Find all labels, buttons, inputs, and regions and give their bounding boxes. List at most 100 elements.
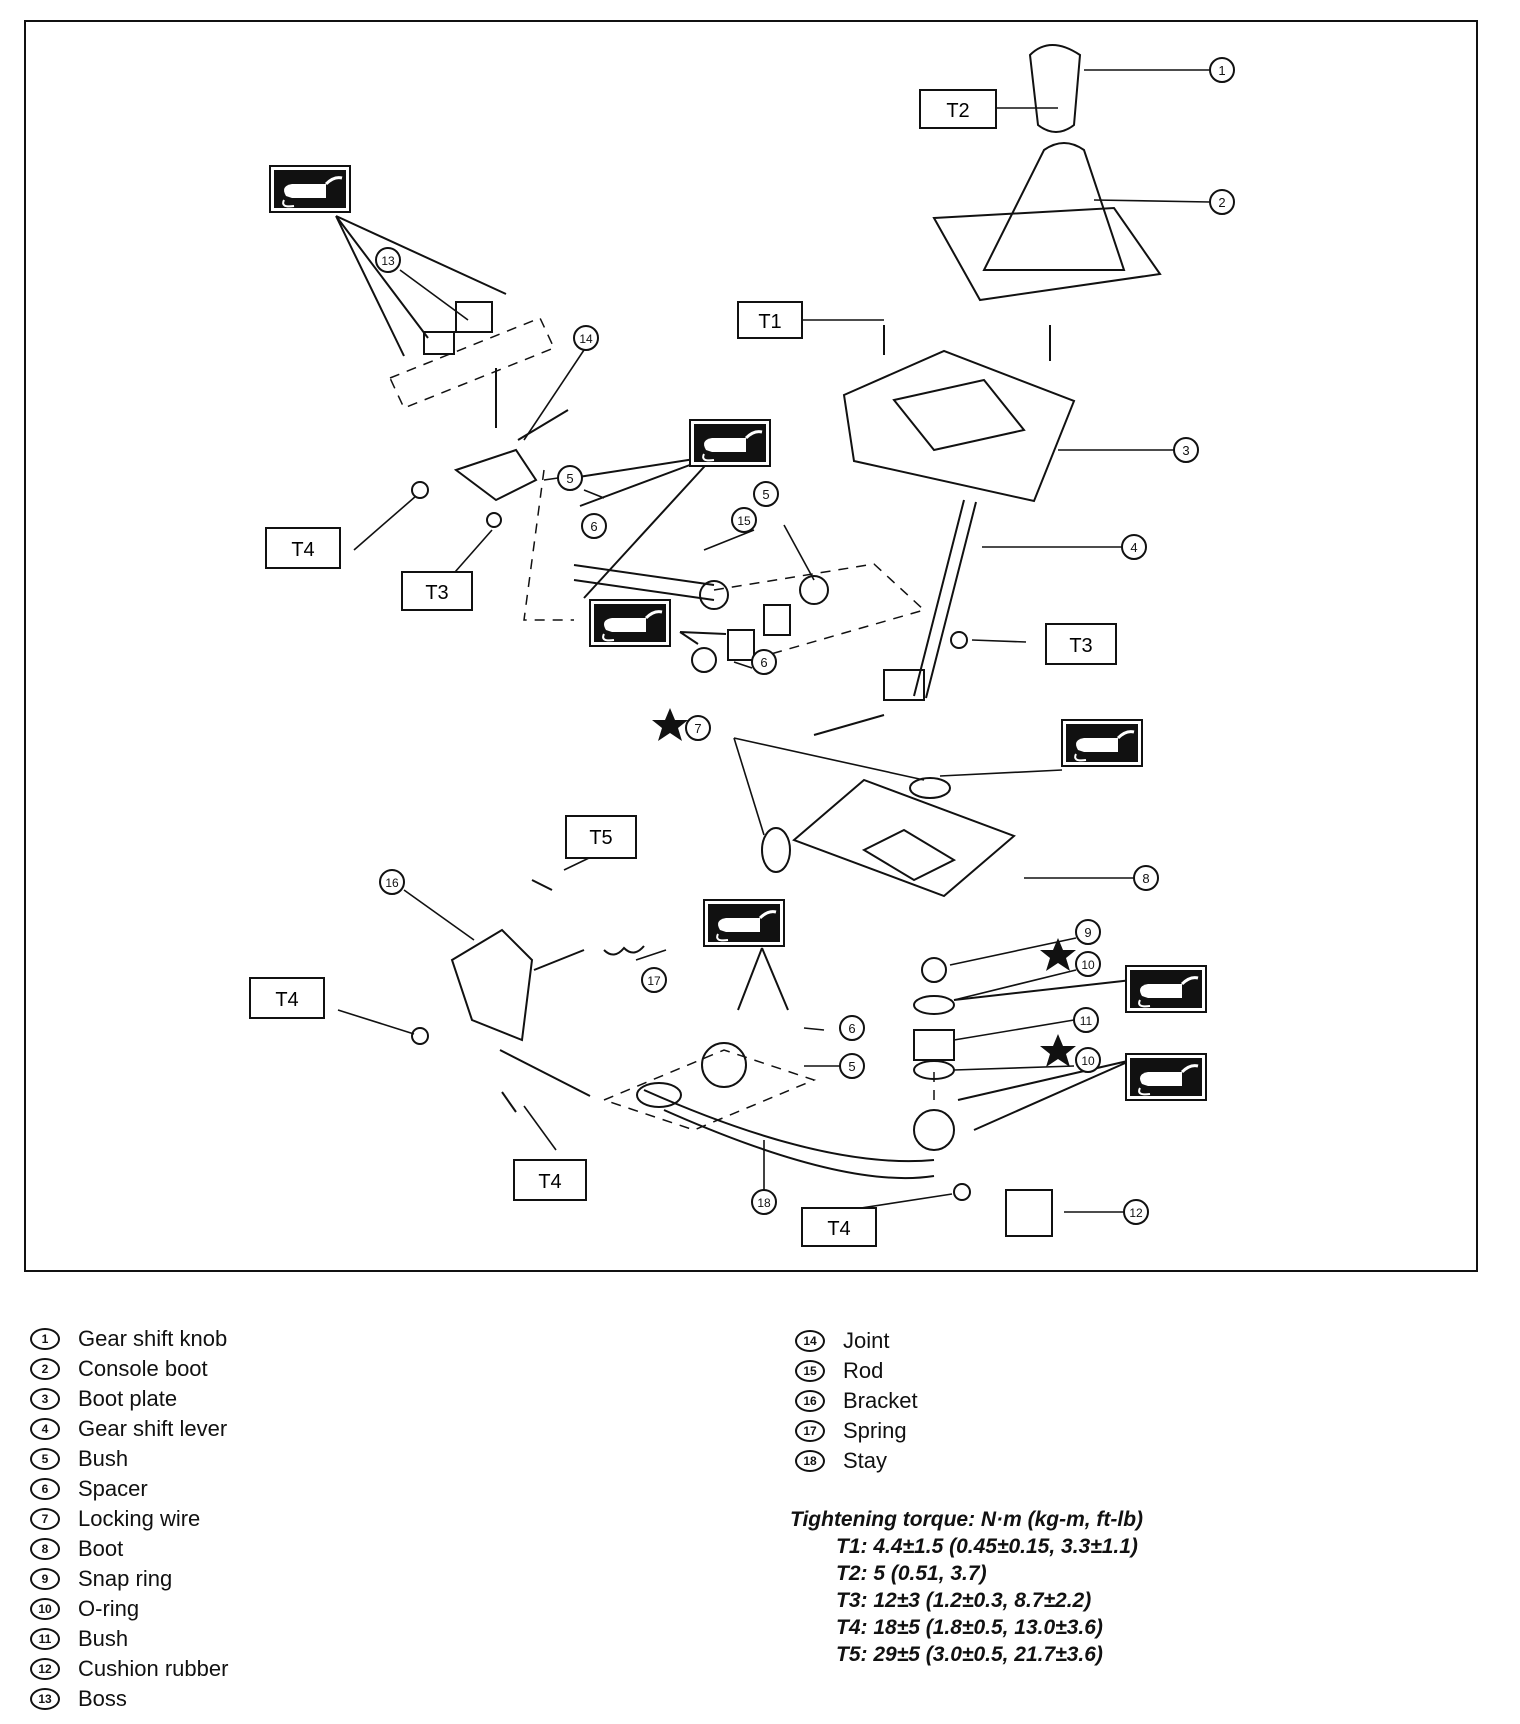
svg-text:11: 11 xyxy=(1080,1014,1093,1028)
torque-box-t3: T3 xyxy=(1045,623,1117,665)
boot-plate-opening xyxy=(892,378,1026,452)
stay xyxy=(643,1089,935,1180)
callout-16: 16 xyxy=(379,869,405,895)
callout-10: 10 xyxy=(1075,951,1101,977)
torque-box-t4: T4 xyxy=(801,1207,877,1247)
callout-5: 5 xyxy=(557,465,583,491)
callout-1: 1 xyxy=(1209,57,1235,83)
legend-number: 7 xyxy=(30,1508,60,1530)
svg-text:1: 1 xyxy=(1218,63,1225,78)
legend-item: 7 Locking wire xyxy=(30,1504,228,1534)
svg-text:14: 14 xyxy=(579,332,593,346)
torque-box-t3: T3 xyxy=(401,571,473,611)
bracket xyxy=(450,928,534,1042)
lever-bracket xyxy=(883,669,925,701)
callout-13: 13 xyxy=(375,247,401,273)
legend-number: 2 xyxy=(30,1358,60,1380)
bolt-t4-c xyxy=(501,1091,517,1113)
grease-arrows xyxy=(335,215,1133,1131)
boot xyxy=(792,778,1016,898)
lever-bolt xyxy=(813,714,885,736)
svg-text:5: 5 xyxy=(566,471,573,486)
torque-box-t4: T4 xyxy=(249,977,325,1019)
grease-gun-icon xyxy=(688,418,772,468)
callout-18: 18 xyxy=(751,1189,777,1215)
o-ring-upper xyxy=(913,995,955,1015)
nut-t3-b xyxy=(950,631,968,649)
svg-text:12: 12 xyxy=(1129,1206,1143,1220)
legend-label: Boot plate xyxy=(78,1386,178,1411)
torque-box-t4: T4 xyxy=(513,1159,587,1201)
boot-opening xyxy=(861,828,957,882)
console-boot xyxy=(982,142,1126,271)
callout-12: 12 xyxy=(1123,1199,1149,1225)
legend-label: Bush xyxy=(78,1626,129,1651)
legend-label: Cushion rubber xyxy=(78,1656,229,1681)
legend-number: 15 xyxy=(795,1360,825,1382)
callout-6: 6 xyxy=(751,649,777,675)
legend-number: 16 xyxy=(795,1390,825,1412)
callout-17: 17 xyxy=(641,967,667,993)
spring-art xyxy=(603,945,645,956)
svg-text:T2: T2 xyxy=(946,100,969,122)
svg-text:T3: T3 xyxy=(425,582,448,604)
legend-label: Stay xyxy=(843,1448,888,1473)
callout-5: 5 xyxy=(753,481,779,507)
cushion-rubber xyxy=(1005,1189,1053,1237)
star-icon xyxy=(652,708,688,741)
stay-group-outline xyxy=(601,1049,817,1131)
bush-group-outline xyxy=(713,563,926,657)
legend-number: 12 xyxy=(30,1658,60,1680)
svg-text:9: 9 xyxy=(1084,925,1091,940)
grease-gun-icon xyxy=(268,164,352,214)
grease-gun-icon xyxy=(702,898,786,948)
legend-item: 3 Boot plate xyxy=(30,1384,228,1414)
grease-gun-icon xyxy=(1124,1052,1208,1102)
nut-t4-b xyxy=(411,1027,429,1045)
legend-number: 8 xyxy=(30,1538,60,1560)
legend-label: Bracket xyxy=(843,1388,918,1413)
callouts: 1 2 3 4 5 5 5 6 6 6 7 8 9 10 10 11 12 13… xyxy=(375,57,1235,1225)
callout-11: 11 xyxy=(1073,1007,1099,1033)
svg-text:T4: T4 xyxy=(827,1218,850,1240)
svg-text:16: 16 xyxy=(385,876,399,890)
spacer-6 xyxy=(763,604,791,636)
legend-number: 1 xyxy=(30,1328,60,1350)
legend-number: 5 xyxy=(30,1448,60,1470)
torque-item: T4: 18±5 (1.8±0.5, 13.0±3.6) xyxy=(836,1616,1103,1639)
torque-item: T1: 4.4±1.5 (0.45±0.15, 3.3±1.1) xyxy=(836,1535,1138,1558)
svg-text:6: 6 xyxy=(590,519,597,534)
callout-7: 7 xyxy=(685,715,711,741)
boss-group-outline xyxy=(388,317,556,409)
bush-5 xyxy=(799,575,829,605)
svg-text:3: 3 xyxy=(1182,443,1189,458)
bush-5b xyxy=(691,647,717,673)
legend-number: 6 xyxy=(30,1478,60,1500)
lever-o-ring xyxy=(909,777,951,799)
callout-9: 9 xyxy=(1075,919,1101,945)
bracket-bolt xyxy=(533,949,585,971)
grease-gun-icon xyxy=(1060,718,1144,768)
svg-text:13: 13 xyxy=(381,254,395,268)
leader-lines xyxy=(337,69,1211,1213)
callout-4: 4 xyxy=(1121,534,1147,560)
legend-label: Spring xyxy=(843,1418,907,1443)
legend-label: Locking wire xyxy=(78,1506,201,1531)
tightening-torque-spec: Tightening torque: N·m (kg-m, ft-lb) T1:… xyxy=(790,1506,1143,1668)
legend-number: 3 xyxy=(30,1388,60,1410)
svg-text:T4: T4 xyxy=(538,1171,561,1193)
nut-t3-a xyxy=(486,512,502,528)
spacer-6b xyxy=(727,629,755,661)
bracket-rod xyxy=(499,1049,591,1097)
gear-shift-lever xyxy=(913,499,977,699)
svg-text:6: 6 xyxy=(848,1021,855,1036)
legend-label: Boot xyxy=(78,1536,124,1561)
callout-8: 8 xyxy=(1133,865,1159,891)
legend-label: Joint xyxy=(843,1328,890,1353)
joint xyxy=(453,448,538,502)
